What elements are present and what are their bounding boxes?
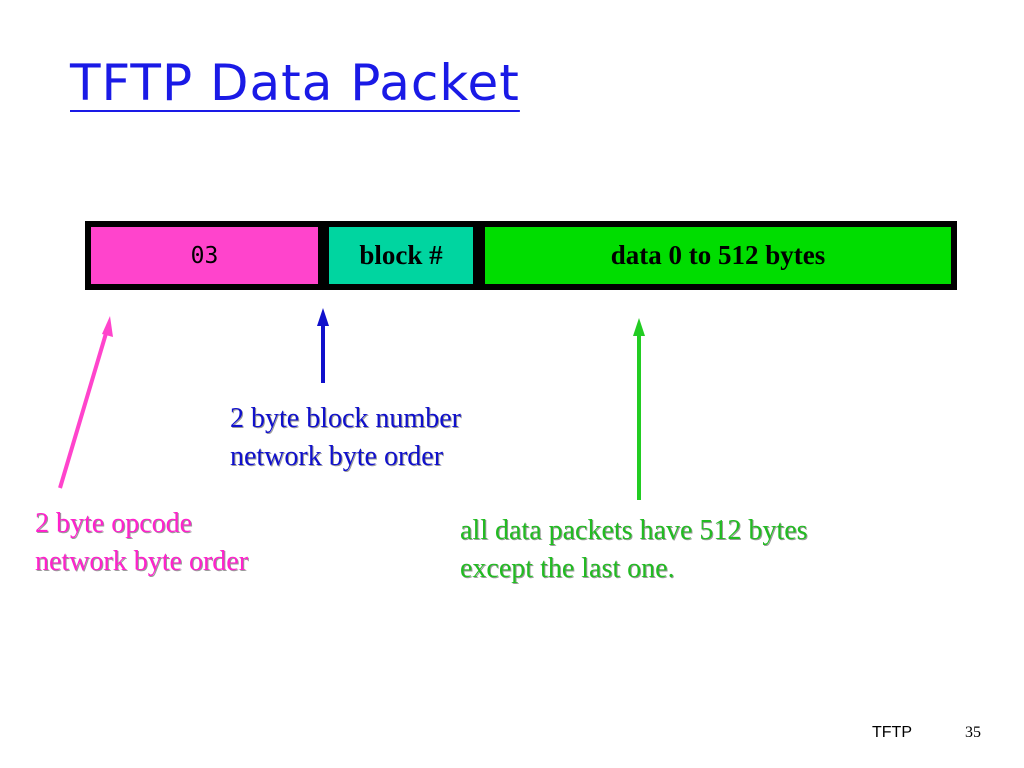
packet-diagram: 03 block # data 0 to 512 bytes bbox=[85, 221, 957, 290]
block-note: 2 byte block number network byte order bbox=[230, 400, 461, 476]
opcode-note-line: network byte order bbox=[35, 546, 249, 577]
opcode-label: 03 bbox=[190, 242, 219, 269]
opcode-field: 03 bbox=[91, 227, 318, 284]
block-arrow bbox=[317, 308, 329, 383]
data-arrow bbox=[633, 318, 645, 500]
data-note-line: all data packets have 512 bytes bbox=[460, 515, 808, 546]
data-note-line: except the last one. bbox=[460, 553, 675, 584]
footer-label: TFTP bbox=[872, 724, 912, 741]
opcode-note: 2 byte opcode network byte order bbox=[35, 505, 248, 581]
block-note-line: network byte order bbox=[230, 441, 444, 472]
opcode-note-line: 2 byte opcode bbox=[35, 508, 193, 539]
data-label: data 0 to 512 bytes bbox=[610, 240, 826, 270]
data-field: data 0 to 512 bytes bbox=[485, 227, 951, 284]
block-field: block # bbox=[329, 227, 473, 284]
block-note-line: 2 byte block number bbox=[230, 403, 461, 434]
slide-title: TFTP Data Packet bbox=[70, 54, 520, 112]
page-number: 35 bbox=[965, 724, 981, 741]
opcode-arrow bbox=[58, 316, 113, 489]
block-label: block # bbox=[359, 240, 443, 270]
data-note: all data packets have 512 bytes except t… bbox=[460, 512, 808, 588]
